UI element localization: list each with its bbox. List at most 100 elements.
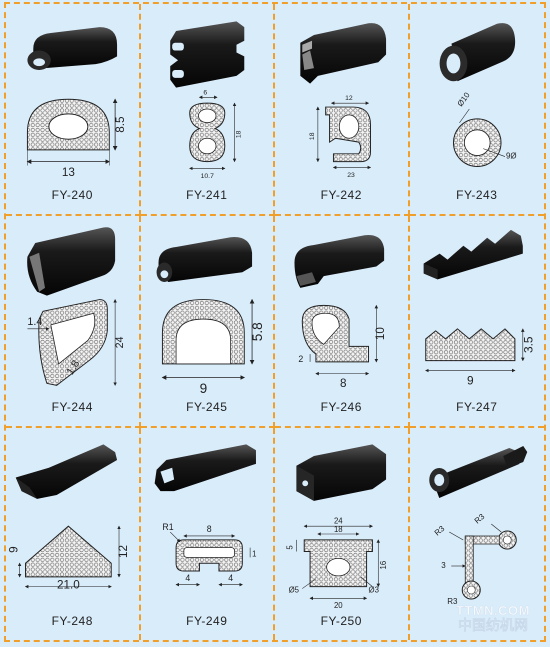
fy-251-cross-section: R3 R3 3 R3 <box>432 512 517 606</box>
fy-245-dim-height: 5.8 <box>249 322 264 341</box>
fy-247-dim-height: 3.5 <box>521 336 535 353</box>
product-cell-fy-243: Ø10 9Ø FY-243 <box>409 4 544 216</box>
product-code-label: FY-245 <box>186 400 228 414</box>
fy-241-profile-3d <box>169 21 244 88</box>
site-watermark: TTMN.COM 中国纺机网 <box>455 603 530 633</box>
fy-251-dim-radius-bottom: R3 <box>447 597 458 606</box>
fy-243-profile-3d <box>439 23 515 82</box>
product-cell-fy-246: 10 2 8 FY-246 <box>275 216 410 428</box>
fy-247-profile-3d <box>423 229 523 280</box>
product-code-label: FY-250 <box>320 614 362 628</box>
fy-245-profile-3d <box>156 237 252 283</box>
fy-245-dim-width: 9 <box>199 381 207 396</box>
fy-250-dim-top: 24 <box>334 516 343 525</box>
fy-246-dim-width: 8 <box>340 377 347 390</box>
fy-241-dim-width: 10.7 <box>200 173 213 180</box>
product-cell-fy-240: 8.5 13 FY-240 <box>6 4 141 216</box>
product-code-label: FY-241 <box>186 188 228 202</box>
product-code-label: FY-242 <box>320 188 362 202</box>
fy-244-dim-lip: 1.4 <box>27 316 42 328</box>
fy-251-dim-radius-corner: R3 <box>432 524 446 538</box>
fy-250-dim-hole-right: Ø3 <box>369 585 379 594</box>
product-grid: 8.5 13 FY-240 6 <box>4 2 546 642</box>
fy-242-profile-3d <box>300 23 387 84</box>
fy-248-dim-width: 21.0 <box>57 579 80 592</box>
fy-248-cross-section: 9 12 21.0 <box>8 525 130 592</box>
fy-250-dim-height: 16 <box>379 561 388 570</box>
fy-251-dim-wall: 3 <box>441 561 446 570</box>
fy-240-cross-section: 8.5 13 <box>26 98 127 179</box>
fy-240-illustration: 8.5 13 <box>26 27 127 179</box>
fy-246-dim-height: 10 <box>374 327 387 341</box>
fy-243-dim-outer: Ø10 <box>455 90 471 108</box>
fy-250-dim-hole-left: Ø5 <box>289 585 299 594</box>
fy-250-dim-lip: 5 <box>286 545 295 549</box>
fy-249-dim-right: 4 <box>228 573 233 583</box>
fy-242-dim-top: 12 <box>345 95 353 102</box>
fy-248-dim-height: 12 <box>117 545 130 558</box>
fy-243-cross-section: Ø10 9Ø <box>452 90 516 167</box>
fy-250-profile-3d <box>296 444 387 501</box>
fy-248-dim-side: 9 <box>8 546 21 553</box>
product-cell-fy-245: 5.8 9 FY-245 <box>140 216 275 428</box>
fy-242-dim-width: 23 <box>347 172 355 179</box>
fy-249-dim-width: 8 <box>206 524 211 534</box>
product-code-label: FY-244 <box>51 400 93 414</box>
fy-248-profile-3d <box>15 444 118 499</box>
fy-243-dim-inner: 9Ø <box>505 152 516 161</box>
product-code-label: FY-249 <box>186 614 228 628</box>
product-code-label: FY-243 <box>456 188 498 202</box>
fy-247-illustration: 3.5 9 <box>423 229 535 387</box>
product-code-label: FY-247 <box>456 400 498 414</box>
fy-242-dim-height: 18 <box>309 132 316 140</box>
fy-249-dim-left: 4 <box>185 573 190 583</box>
fy-240-dim-width: 13 <box>62 166 75 179</box>
fy-244-illustration: 1.4 24 1.8 <box>27 227 126 386</box>
fy-242-illustration: 12 18 23 <box>300 23 387 179</box>
fy-245-cross-section: 5.8 9 <box>161 298 264 396</box>
fy-244-profile-3d <box>27 227 116 296</box>
product-code-label: FY-246 <box>320 400 362 414</box>
fy-249-dim-gap: 1 <box>252 549 256 558</box>
fy-250-dim-width: 20 <box>334 601 343 610</box>
fy-242-cross-section: 12 18 23 <box>309 95 372 179</box>
fy-241-illustration: 6 18 10.7 <box>169 21 244 180</box>
product-cell-fy-244: 1.4 24 1.8 FY-244 <box>6 216 141 428</box>
fy-249-profile-3d <box>154 444 256 492</box>
fy-244-dim-height: 24 <box>114 336 126 348</box>
fy-249-illustration: R1 8 1 4 4 <box>154 444 256 587</box>
fy-247-cross-section: 3.5 9 <box>424 328 535 387</box>
watermark-domain: TTMN.COM <box>455 603 530 618</box>
fy-248-illustration: 9 12 21.0 <box>8 444 130 592</box>
product-cell-fy-242: 12 18 23 FY-242 <box>275 4 410 216</box>
watermark-site-name: 中国纺机网 <box>457 617 528 633</box>
fy-246-profile-3d <box>294 235 385 288</box>
product-cell-fy-248: 9 12 21.0 FY-248 <box>6 428 141 640</box>
fy-246-cross-section: 10 2 8 <box>298 304 387 390</box>
product-cell-fy-249: R1 8 1 4 4 FY-249 <box>141 428 275 640</box>
fy-241-dim-height: 18 <box>235 130 242 138</box>
fy-247-dim-width: 9 <box>467 373 474 387</box>
product-code-label: FY-240 <box>51 188 93 202</box>
fy-246-dim-base: 2 <box>298 354 303 364</box>
product-cell-fy-251: R3 R3 3 R3 TTMN.COM 中国纺机网 <box>410 428 545 640</box>
fy-250-dim-upper: 18 <box>334 525 343 534</box>
fy-243-illustration: Ø10 9Ø <box>439 23 516 167</box>
fy-240-dim-height: 8.5 <box>114 116 127 133</box>
product-cell-fy-247: 3.5 9 FY-247 <box>409 216 544 428</box>
fy-251-dim-radius-top: R3 <box>472 512 486 526</box>
fy-249-dim-radius: R1 <box>162 522 173 532</box>
fy-250-cross-section: 24 18 5 16 Ø5 Ø3 20 <box>286 516 389 610</box>
fy-241-cross-section: 6 18 10.7 <box>188 89 242 180</box>
fy-245-illustration: 5.8 9 <box>156 237 264 396</box>
fy-250-illustration: 24 18 5 16 Ø5 Ø3 20 <box>286 444 389 610</box>
product-cell-fy-241: 6 18 10.7 FY-241 <box>140 4 275 216</box>
fy-241-dim-top: 6 <box>203 89 207 96</box>
fy-246-illustration: 10 2 8 <box>294 235 387 390</box>
fy-240-profile-3d <box>27 27 118 71</box>
fy-244-cross-section: 1.4 24 1.8 <box>27 298 126 386</box>
fy-251-profile-3d <box>428 446 527 498</box>
fy-249-cross-section: R1 8 1 4 4 <box>162 522 256 587</box>
product-cell-fy-250: 24 18 5 16 Ø5 Ø3 20 FY-250 <box>275 428 410 640</box>
